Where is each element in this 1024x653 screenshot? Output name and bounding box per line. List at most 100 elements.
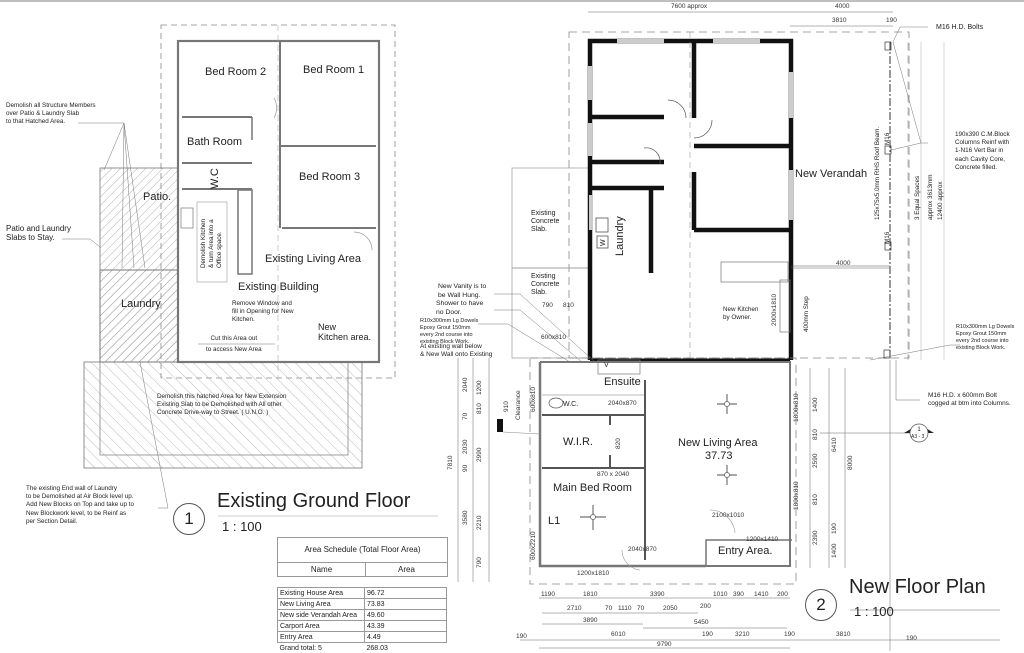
view-title-new-floor-plan: New Floor Plan xyxy=(849,576,986,599)
cell-area: 49.60 xyxy=(365,610,447,621)
dim-bottom: 1810 xyxy=(583,591,597,598)
dim-left-total: 7810 xyxy=(447,456,454,470)
note-line: New Vanity is to xyxy=(438,283,486,292)
dim-bottom: 190 xyxy=(516,633,527,640)
dim-left: 3580 xyxy=(462,511,469,525)
dim-bottom: 3810 xyxy=(836,631,850,638)
area-schedule-header: Area Schedule (Total Floor Area) Name Ar… xyxy=(277,537,448,577)
room-label-wir: W.I.R. xyxy=(563,436,593,449)
room-label-entry-area: Entry Area. xyxy=(718,545,772,558)
note-approx-3613: approx 3613mm xyxy=(927,174,935,220)
dim-600x810: 600x810 xyxy=(541,334,566,341)
dim-bottom: 3210 xyxy=(735,631,749,638)
dim-bottom: 6010 xyxy=(611,631,625,638)
note-line: over Patio & Laundry Slab xyxy=(6,110,96,118)
note-line: Columns Reinf with xyxy=(955,139,1010,147)
label-m16-lower: M16 xyxy=(884,232,892,244)
view-number-1: 1 xyxy=(173,503,205,535)
note-line: each Cavity Core, xyxy=(955,156,1010,164)
note-remove-window: Remove Window and fill in Opening for Ne… xyxy=(232,300,294,325)
cell-name: Entry Area xyxy=(278,632,365,643)
label-existing-slab-2: Existing Concrete Slab. xyxy=(531,273,559,297)
text-line: Concrete xyxy=(531,281,559,289)
dim-left: 2990 xyxy=(476,448,483,462)
dim-bottom: 70 xyxy=(637,605,644,612)
label-wc-ensuite: W.C. xyxy=(563,400,578,409)
label-m16-upper: M16 xyxy=(884,133,892,145)
note-block-columns: 190x390 C.M.Block Columns Reinf with 1-N… xyxy=(955,131,1010,172)
note-m16-bolts: M16 H.D. Bolts xyxy=(936,23,983,32)
view-scale-2: 1 : 100 xyxy=(854,605,894,620)
column-header-name: Name xyxy=(278,563,366,576)
text-line: Concrete xyxy=(531,218,559,226)
note-line: The existing End wall of Laundry xyxy=(26,485,134,493)
dim-870x2040: 870 x 2040 xyxy=(597,471,629,478)
note-line: M16 H.D. x 600mm Bolt xyxy=(928,392,1011,400)
dim-right: 810 xyxy=(812,494,819,505)
area-schedule-title: Area Schedule (Total Floor Area) xyxy=(278,538,447,563)
dim-bottom: 200 xyxy=(700,603,711,610)
cell-area: 4.49 xyxy=(365,632,447,643)
room-label-laundry-new: Laundry xyxy=(614,216,627,256)
new-kitchen-line2: Kitchen area. xyxy=(318,332,371,342)
note-line: Demolish all Structure Members xyxy=(6,102,96,110)
room-label-existing-living-area: Existing Living Area xyxy=(265,253,361,266)
note-line: to that Hatched Area. xyxy=(6,118,96,126)
note-line: At existing wall below xyxy=(420,343,492,351)
dim-2040x870-bed: 2040x870 xyxy=(628,546,657,553)
dim-right: 2390 xyxy=(812,531,819,545)
note-line: every 2nd course into xyxy=(956,338,1014,345)
note-line: no Door. xyxy=(436,309,483,318)
dim-right: 1400 xyxy=(812,398,819,412)
note-line: 1-N16 Vert Bar in xyxy=(955,147,1010,155)
dim-790: 790 xyxy=(542,302,553,309)
note-demolish-kitchen: Demolish Kitchen & turn Area into a Offi… xyxy=(200,219,225,268)
note-vanity: New Vanity is to be Wall Hung. xyxy=(438,283,486,301)
cell-area: 73.83 xyxy=(365,599,447,610)
label-clearance: Clearance xyxy=(515,390,522,420)
note-line: Epoxy Grout 150mm xyxy=(956,331,1014,338)
note-400mm-step: 400mm Step xyxy=(803,296,811,332)
dim-1800x810-upper: 1800x810 xyxy=(793,393,800,422)
dim-bottom: 2050 xyxy=(663,605,677,612)
room-label-bath-room: Bath Room xyxy=(187,136,242,149)
view-title-existing-ground-floor: Existing Ground Floor xyxy=(217,490,410,513)
label-existing-slab-1: Existing Concrete Slab. xyxy=(531,210,559,234)
cell-area: 43.39 xyxy=(365,621,447,632)
dim-4000-top: 4000 xyxy=(835,3,849,10)
note-line: Remove Window and xyxy=(232,300,294,308)
dim-left: 2210 xyxy=(476,516,483,530)
note-line: 190x390 C.M.Block xyxy=(955,131,1010,139)
note-demolish-hatched: Demolish this hatched Area for New Exten… xyxy=(157,393,287,418)
note-bolt-600: M16 H.D. x 600mm Bolt cogged at btm into… xyxy=(928,392,1011,409)
note-end-wall: The existing End wall of Laundry to be D… xyxy=(26,485,134,526)
new-kitchen-line1: New xyxy=(318,322,371,332)
note-line: Demolish Kitchen xyxy=(200,219,208,268)
dim-2040x870-ensuite: 2040x870 xyxy=(608,400,637,407)
note-demolish-structure: Demolish all Structure Members over Pati… xyxy=(6,102,96,127)
dim-bottom: 1110 xyxy=(618,605,632,612)
room-label-main-bed-room: Main Bed Room xyxy=(553,482,632,495)
note-3-equal-spaces: 3 Equal Spaces xyxy=(914,176,922,220)
cell-area: 96.72 xyxy=(365,588,447,599)
room-label-existing-building: Existing Building xyxy=(238,281,319,294)
dim-bottom: 190 xyxy=(906,635,917,642)
dim-820: 820 xyxy=(615,438,622,449)
note-line: Add New Blocks on Top and take up to xyxy=(26,501,134,509)
label-new-kitchen-by-owner: New Kitchen by Owner. xyxy=(723,306,758,322)
dim-bottom: 2710 xyxy=(567,605,581,612)
note-line: to be Demolished at Air Block level up. xyxy=(26,493,134,501)
room-area-new-living: 37.73 xyxy=(705,450,733,463)
note-slabs-stay: Patio and Laundry Slabs to Stay. xyxy=(6,224,71,242)
dim-right: 6410 xyxy=(831,438,838,452)
dim-bottom: 70 xyxy=(605,605,612,612)
text-line: by Owner. xyxy=(723,314,758,322)
cell-name: Carport Area xyxy=(278,621,365,632)
note-line: fill in Opening for New xyxy=(232,308,294,316)
